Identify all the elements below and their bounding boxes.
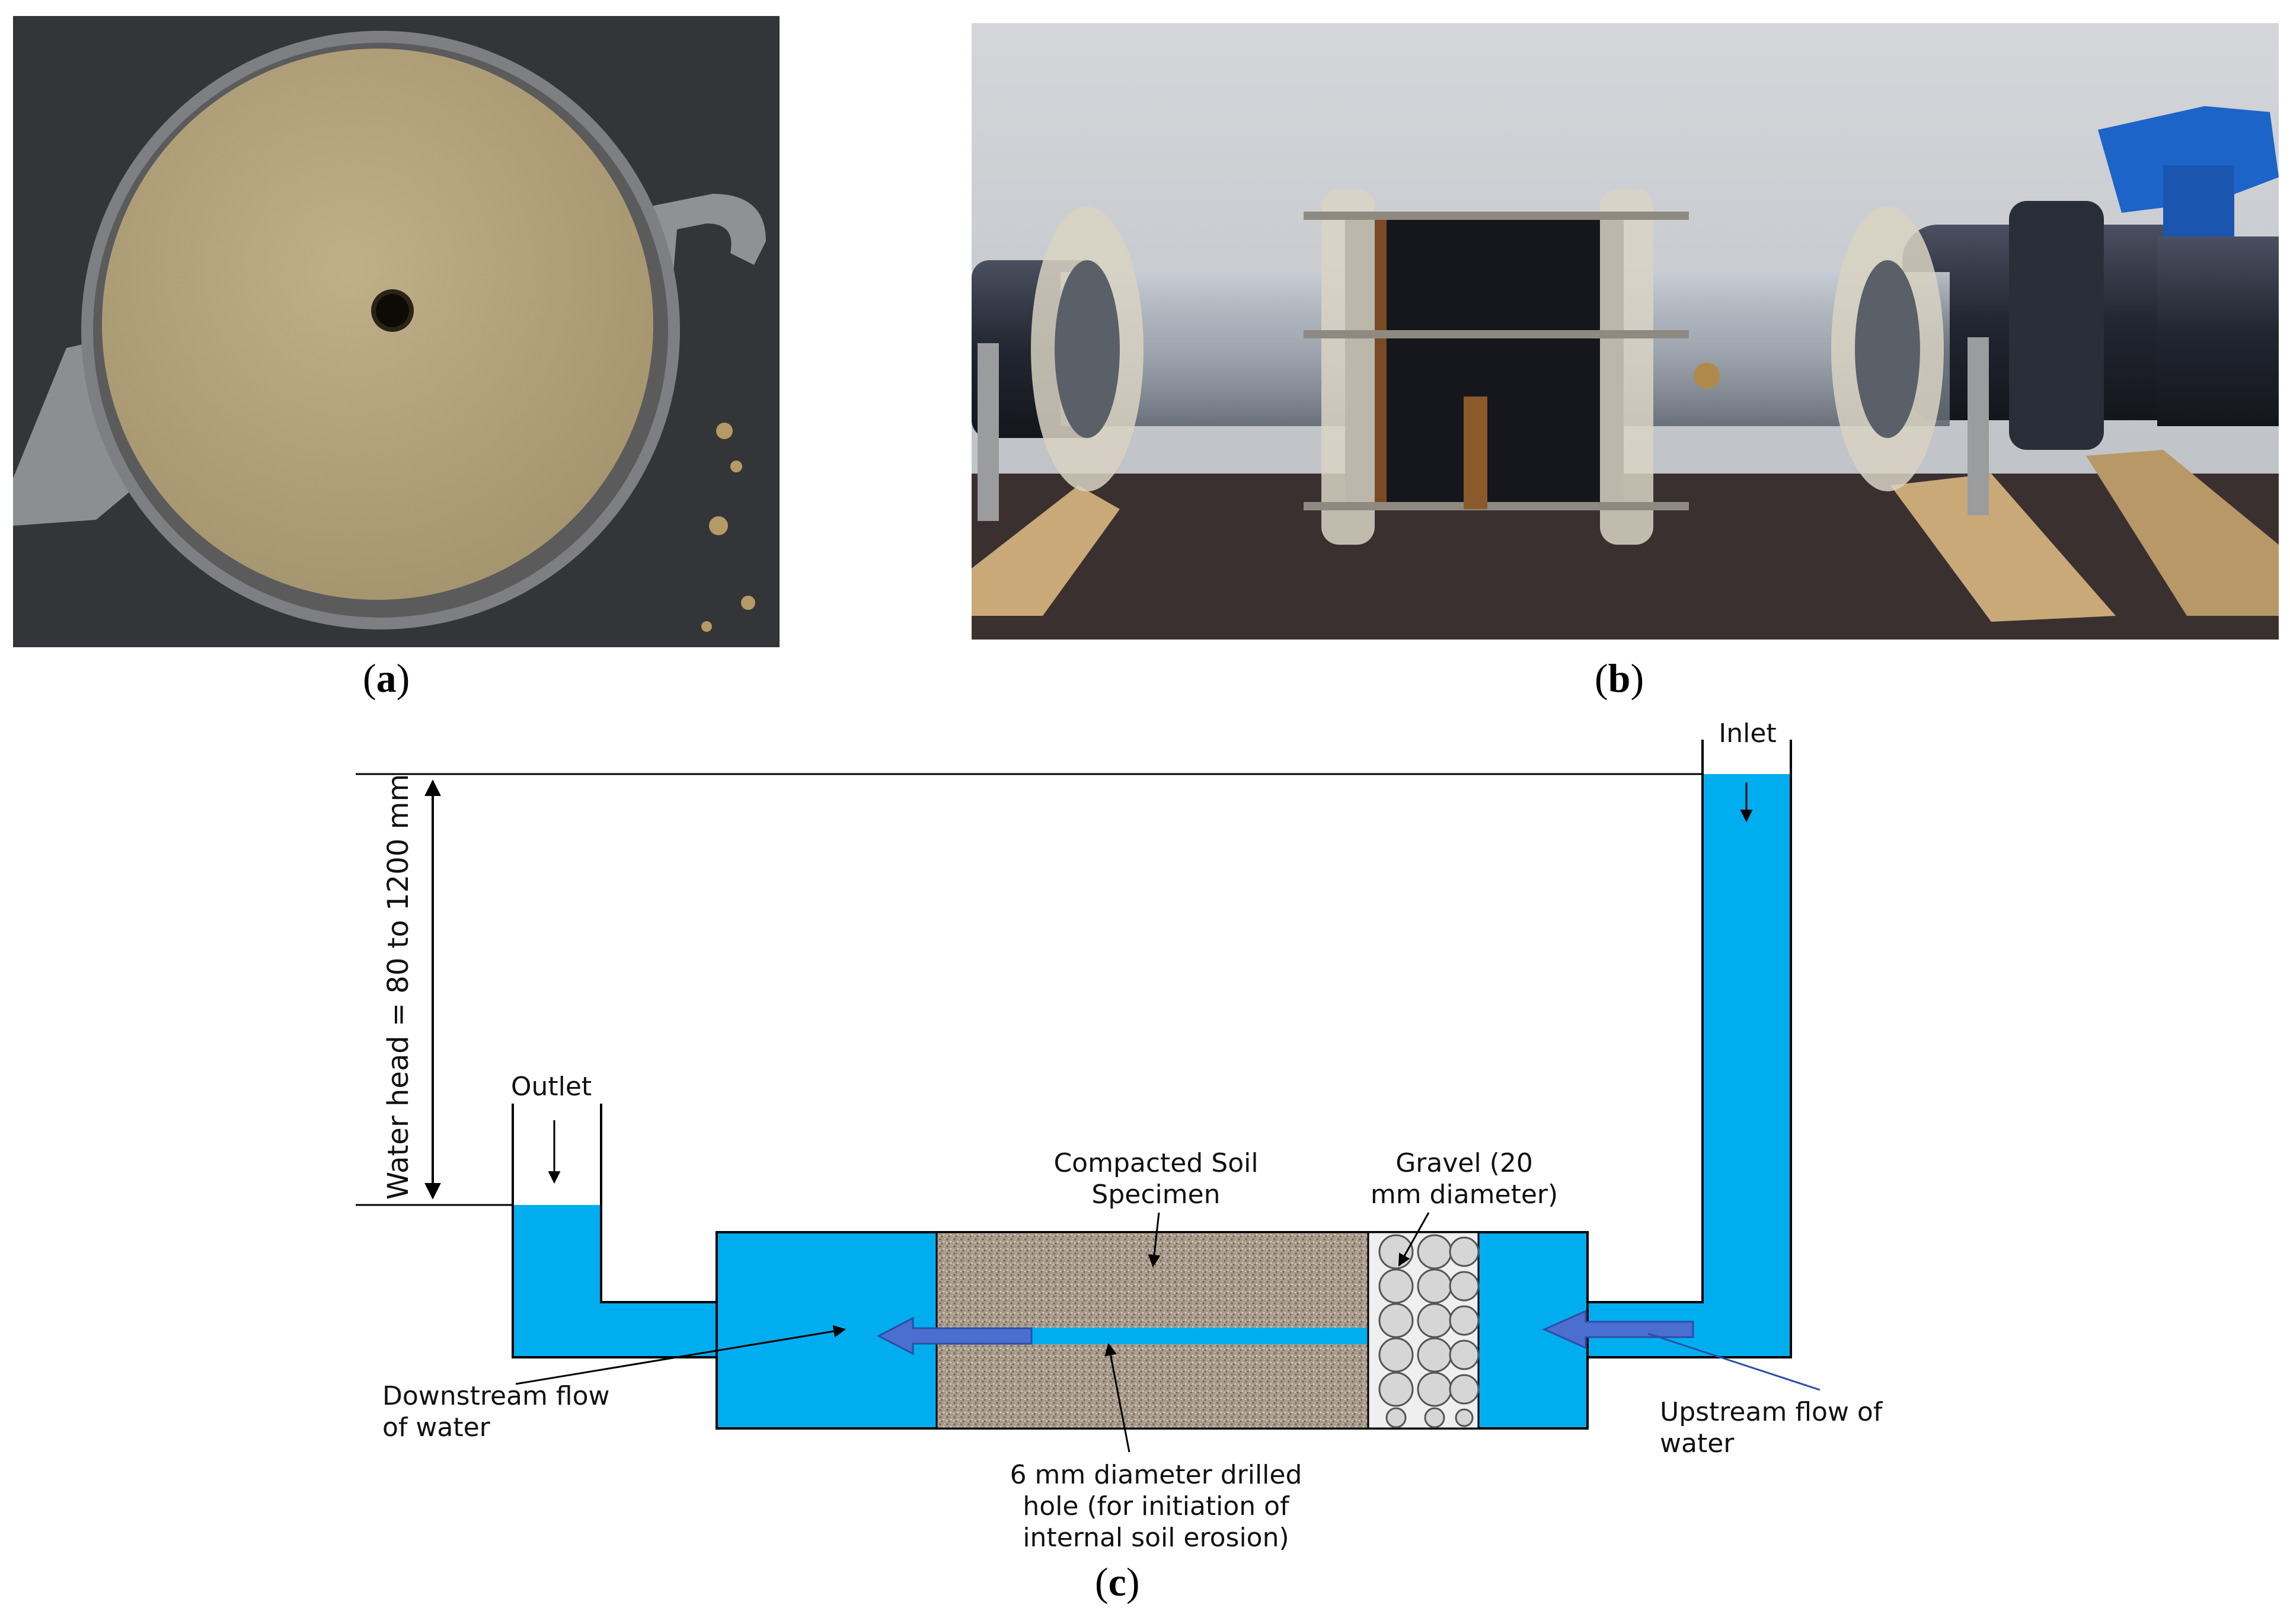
outlet-pipe-walls [512,1104,717,1358]
outlet-label: Outlet [511,1072,592,1102]
downstream-label-line1: Downstream flow [382,1381,609,1411]
panel-label-c: (c) [1095,1559,1140,1604]
hole-label-line1: 6 mm diameter drilled [1010,1460,1302,1490]
downstream-label-pointer [515,1325,847,1385]
panel-label-b: (b) [1595,656,1644,701]
drilled-hole-channel [1031,1328,1369,1344]
upstream-label-line1: Upstream flow of [1660,1397,1883,1427]
upstream-label-line2: water [1660,1428,1735,1459]
inlet-label: Inlet [1719,718,1776,749]
soil-label-line2: Specimen [1091,1179,1220,1210]
downstream-flow-arrow [876,1316,1033,1356]
hole-label-line3: internal soil erosion) [1023,1523,1289,1553]
photo-test-apparatus [972,23,2279,640]
upstream-label-pointer [1647,1332,1820,1391]
upstream-flow-arrow [1542,1309,1694,1350]
gravel-label-line2: mm diameter) [1371,1179,1558,1210]
photo-soil-specimen [13,16,780,647]
hole-label-line2: hole (for initiation of [1023,1491,1290,1521]
gravel-label-line1: Gravel (20 [1395,1148,1533,1178]
panel-label-a: (a) [363,656,410,701]
hole-label-pointer [1104,1342,1130,1453]
gravel-label-pointer [1398,1212,1430,1267]
soil-label-line1: Compacted Soil [1053,1148,1258,1178]
water-head-label: Water head = 80 to 1200 mm [382,774,415,1200]
inlet-pipe-walls [1588,740,1792,1358]
soil-label-pointer [1148,1212,1161,1268]
downstream-label-line2: of water [382,1412,491,1443]
gravel-particles [1378,1234,1480,1428]
